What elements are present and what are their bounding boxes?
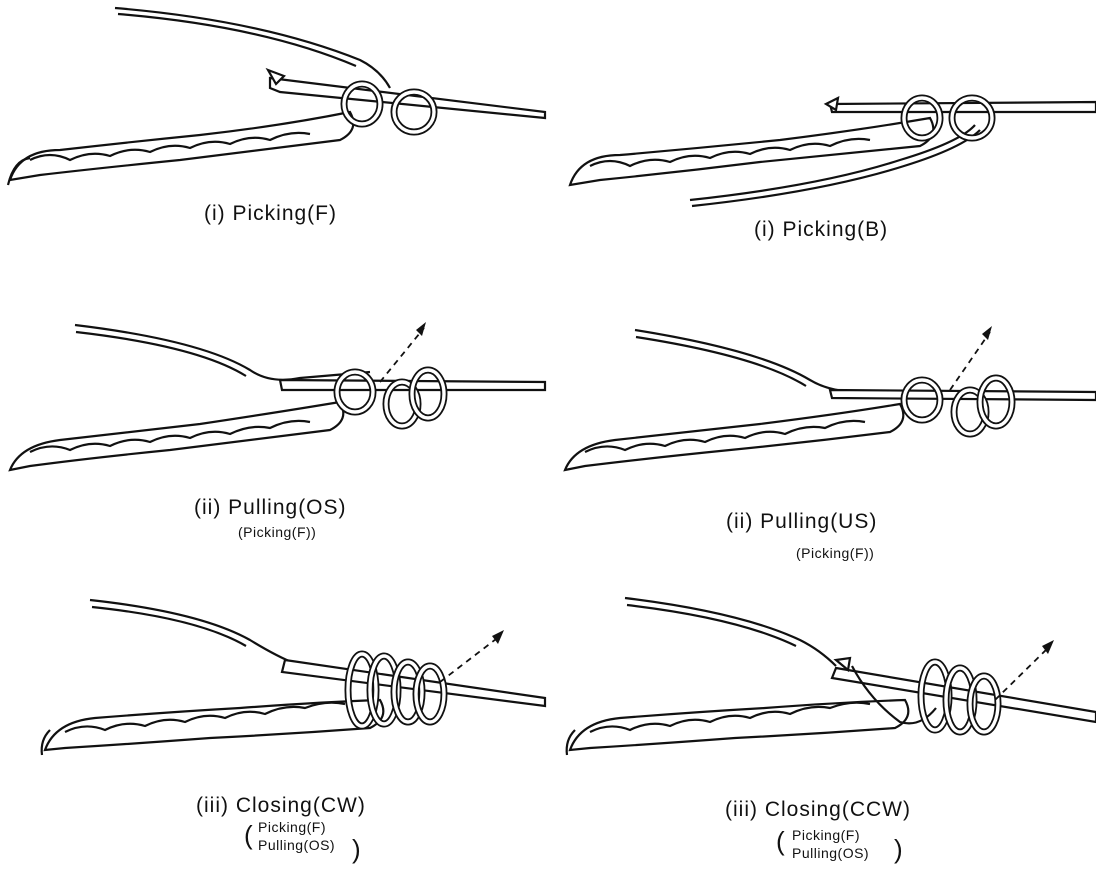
panel-5-subline-1: Picking(F) — [258, 818, 335, 836]
panel-1-drawing — [8, 8, 545, 185]
panel-5-sublines: Picking(F) Pulling(OS) — [258, 818, 335, 854]
panel-6-subline-2: Pulling(OS) — [792, 844, 869, 862]
panel-6-open-paren: ( — [776, 826, 785, 857]
panel-6-pull-arrow — [995, 646, 1050, 700]
panel-5-close-paren: ) — [352, 834, 361, 865]
panel-5-subline-2: Pulling(OS) — [258, 836, 335, 854]
panel-6-close-paren: ) — [894, 834, 903, 865]
panel-1-working-yarn — [115, 8, 390, 88]
panel-4-drawing — [565, 326, 1096, 470]
panel-6-chain — [570, 700, 908, 750]
panel-3-caption: (ii) Pulling(OS) — [194, 496, 347, 520]
panel-2-chain — [570, 118, 933, 185]
panel-5-caption: (iii) Closing(CW) — [196, 794, 366, 818]
panel-1-caption: (i) Picking(F) — [204, 202, 337, 226]
panel-3-subcaption: (Picking(F)) — [238, 524, 316, 540]
panel-3-drawing — [10, 322, 545, 470]
panel-4-caption: (ii) Pulling(US) — [726, 510, 877, 534]
panel-5-pull-arrow — [440, 636, 500, 682]
panel-6-caption: (iii) Closing(CCW) — [725, 798, 911, 822]
panel-6-drawing — [567, 598, 1096, 755]
panel-6-subline-1: Picking(F) — [792, 826, 869, 844]
panel-5-drawing — [42, 600, 545, 755]
panel-5-open-paren: ( — [244, 820, 253, 851]
panel-2-caption: (i) Picking(B) — [754, 218, 888, 242]
panel-5-chain — [45, 700, 383, 750]
panel-6-sublines: Picking(F) Pulling(OS) — [792, 826, 869, 862]
panel-1-hook — [270, 78, 545, 118]
panel-2-drawing — [570, 98, 1096, 206]
panel-4-subcaption: (Picking(F)) — [796, 545, 874, 561]
panel-3-working-yarn — [75, 325, 370, 380]
